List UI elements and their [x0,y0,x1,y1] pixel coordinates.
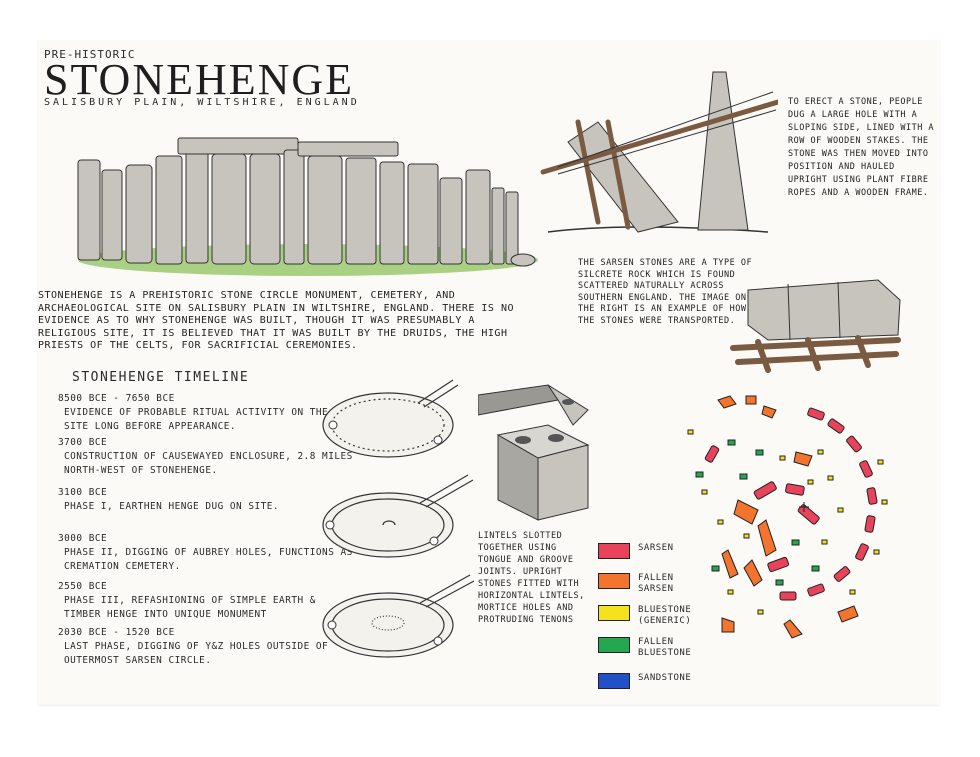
timeline-item: 3000 BCE PHASE II, DIGGING OF AUBREY HOL… [58,532,358,574]
phase-diagrams [322,379,475,658]
legend-swatch-sarsen [598,543,630,559]
erect-note: TO ERECT A STONE, PEOPLE DUG A LARGE HOL… [788,97,935,198]
legend-swatch-bluestone [598,605,630,621]
sledge-illustration [730,279,901,373]
legend-label: FALLEN SARSEN [638,573,674,594]
legend-swatch-sandstone [598,673,630,689]
timeline-date: 3700 BCE [58,437,108,448]
timeline-text: PHASE II, DIGGING OF AUBREY HOLES, FUNCT… [64,547,353,572]
timeline-date: 2030 BCE - 1520 BCE [58,627,175,638]
stone-plan-map [687,395,888,639]
sketch-sheet: PRE-HISTORIC STONEHENGE SALISBURY PLAIN,… [38,40,940,705]
timeline-text: CONSTRUCTION OF CAUSEWAYED ENCLOSURE, 2.… [64,451,353,476]
subtitle: SALISBURY PLAIN, WILTSHIRE, ENGLAND [44,97,360,108]
legend-label: FALLEN BLUESTONE [638,637,692,658]
timeline-text: PHASE I, EARTHEN HENGE DUG ON SITE. [64,501,280,512]
stonehenge-illustration [77,137,538,276]
timeline-text: EVIDENCE OF PROBABLE RITUAL ACTIVITY ON … [64,407,329,432]
timeline-item: 2550 BCE PHASE III, REFASHIONING OF SIMP… [58,580,358,622]
legend-swatch-fallen-sarsen [598,573,630,589]
page-title: STONEHENGE [44,55,355,104]
timeline-text: LAST PHASE, DIGGING OF Y&Z HOLES OUTSIDE… [64,641,329,666]
timeline-item: 8500 BCE - 7650 BCE EVIDENCE OF PROBABLE… [58,392,358,434]
intro-paragraph: STONEHENGE IS A PREHISTORIC STONE CIRCLE… [38,290,514,351]
legend-label: SARSEN [638,543,674,553]
timeline-item: 3700 BCE CONSTRUCTION OF CAUSEWAYED ENCL… [58,436,358,478]
stone-erection-illustration [540,71,778,233]
lintel-joint-illustration [478,384,590,521]
legend-label: SANDSTONE [638,673,692,683]
timeline-title: STONEHENGE TIMELINE [72,370,250,385]
lintel-note: LINTELS SLOTTED TOGETHER USING TONGUE AN… [478,531,585,625]
pretitle: PRE-HISTORIC [44,48,136,61]
legend-label: BLUESTONE (GENERIC) [638,605,692,626]
timeline-item: 3100 BCE PHASE I, EARTHEN HENGE DUG ON S… [58,486,358,514]
timeline-date: 2550 BCE [58,581,108,592]
legend-swatch-fallen-bluestone [598,637,630,653]
timeline-date: 3100 BCE [58,487,108,498]
timeline-date: 3000 BCE [58,533,108,544]
timeline-text: PHASE III, REFASHIONING OF SIMPLE EARTH … [64,595,316,620]
sarsen-note: THE SARSEN STONES ARE A TYPE OF SILCRETE… [578,258,753,326]
timeline-item: 2030 BCE - 1520 BCE LAST PHASE, DIGGING … [58,626,358,668]
timeline-date: 8500 BCE - 7650 BCE [58,393,175,404]
